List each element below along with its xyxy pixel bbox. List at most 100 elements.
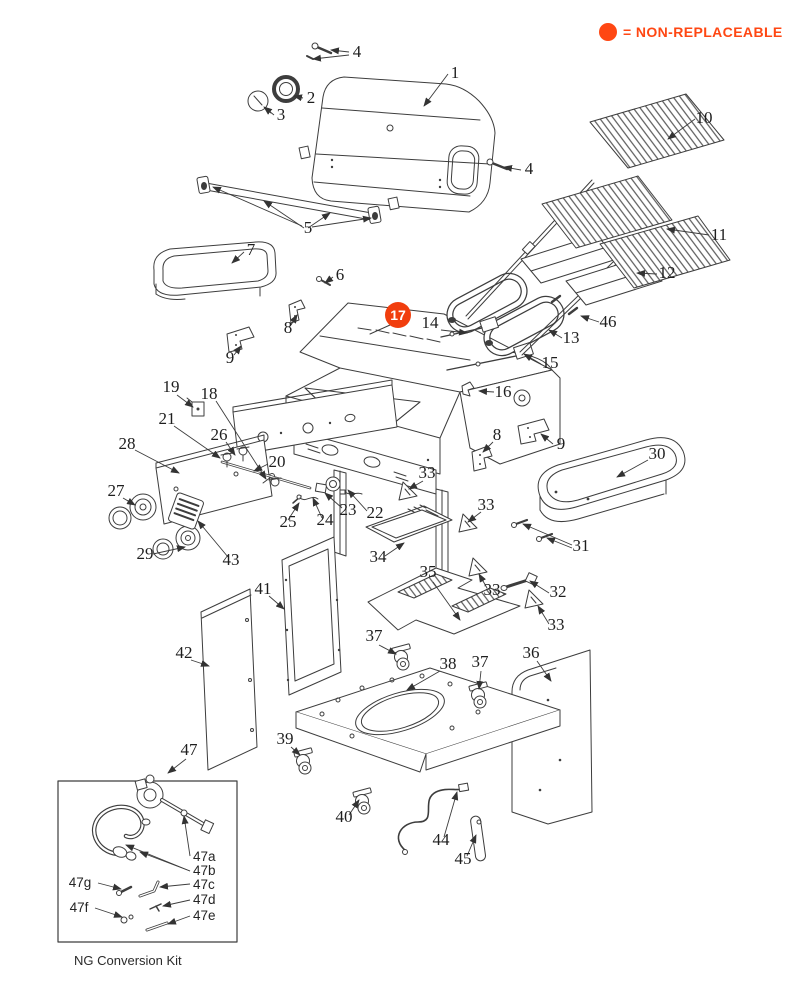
part-label-40: 40 (336, 807, 353, 826)
leader-line-15 (523, 353, 542, 365)
part-label-26: 26 (211, 425, 228, 444)
leader-line-33 (478, 573, 488, 589)
leader-line-24 (312, 497, 323, 519)
part-label-8: 8 (284, 318, 293, 337)
leader-line-43 (197, 520, 229, 558)
leader-line-13 (548, 329, 563, 339)
part-label-19: 19 (163, 377, 180, 396)
part-label-9: 9 (557, 434, 566, 453)
part-igniter-harness (292, 476, 363, 504)
leader-line-38 (406, 670, 441, 691)
part-label-42: 42 (176, 643, 193, 662)
part-handle (196, 145, 400, 224)
part-label-38: 38 (440, 654, 457, 673)
part-bracket-9-right (517, 418, 550, 445)
part-label-8: 8 (493, 425, 502, 444)
part-label-15: 15 (542, 353, 559, 372)
leader-line-30 (616, 459, 649, 478)
part-17-badge-label: 17 (390, 307, 406, 323)
part-label-37: 37 (472, 652, 490, 671)
leader-line-27 (122, 497, 136, 506)
part-screw-top (306, 42, 333, 60)
part-lid (311, 76, 496, 213)
part-label-16: 16 (495, 382, 512, 401)
part-label-47e: 47e (193, 908, 216, 923)
leader-line-12 (636, 269, 658, 277)
leader-line-5 (212, 186, 303, 227)
part-label-21: 21 (159, 409, 176, 428)
part-label-22: 22 (367, 503, 384, 522)
leader-line-9 (233, 345, 242, 356)
leader-line-25 (287, 502, 300, 521)
part-label-1: 1 (451, 63, 460, 82)
leader-line-40 (348, 799, 360, 816)
part-label-35: 35 (420, 562, 437, 581)
leader-line-29 (152, 545, 186, 555)
legend-text: = NON-REPLACEABLE (623, 24, 783, 40)
part-label-44: 44 (433, 830, 451, 849)
leader-line-39 (290, 746, 301, 756)
leader-line-19 (176, 394, 194, 408)
part-label-45: 45 (455, 849, 472, 868)
part-screws-31 (511, 518, 554, 542)
part-label-3: 3 (277, 105, 286, 124)
leader-line-23 (324, 492, 343, 509)
leader-line-37 (378, 644, 397, 655)
part-label-33: 33 (478, 495, 495, 514)
part-label-33: 33 (548, 615, 565, 634)
part-label-47b: 47b (193, 863, 216, 878)
leader-line-34 (384, 542, 405, 557)
part-caster-40 (352, 787, 372, 815)
leader-line-8 (289, 314, 298, 326)
part-warming-rack (589, 93, 725, 169)
leader-line-5 (311, 215, 372, 228)
ng-kit-caption: NG Conversion Kit (74, 953, 182, 968)
leader-line-33 (467, 511, 482, 523)
leader-line-4 (312, 54, 350, 62)
part-label-7: 7 (247, 240, 256, 259)
leader-line-28 (134, 449, 180, 474)
part-label-47d: 47d (193, 892, 216, 907)
leader-line-2 (293, 94, 304, 102)
part-label-29: 29 (137, 544, 154, 563)
part-side-panel-36 (511, 649, 593, 825)
part-label-5: 5 (304, 218, 313, 237)
part-clip-16 (461, 381, 475, 397)
part-17-badge: 17 (385, 302, 411, 328)
part-label-10: 10 (696, 108, 713, 127)
leader-line-47c (159, 882, 191, 890)
part-label-25: 25 (280, 512, 297, 531)
part-cart-bottom (295, 667, 561, 773)
leader-line-26 (225, 441, 236, 456)
leader-line-37 (476, 670, 484, 690)
part-fascia-panel (232, 379, 398, 456)
legend: = NON-REPLACEABLE (599, 23, 783, 41)
part-label-46: 46 (600, 312, 617, 331)
part-label-4: 4 (353, 42, 362, 61)
part-burners (446, 272, 565, 357)
leader-line-4 (330, 47, 350, 55)
part-ng-regulator-hose (91, 774, 215, 861)
part-label-23: 23 (340, 500, 357, 519)
part-label-6: 6 (336, 265, 345, 284)
leader-line-22 (347, 489, 368, 512)
leader-line-7 (231, 251, 245, 264)
leader-line-31 (546, 537, 573, 549)
leader-line-32 (529, 580, 550, 594)
leader-line-21 (173, 425, 221, 459)
leader-line-41 (268, 595, 285, 610)
leader-line-14 (440, 328, 468, 336)
part-label-28: 28 (119, 434, 136, 453)
part-bezel-ring (272, 75, 300, 103)
leader-line-9 (540, 433, 554, 445)
part-panel-frame-41 (281, 536, 342, 696)
part-17-badge-circle (385, 302, 411, 328)
part-label-18: 18 (201, 384, 218, 403)
leader-line-8 (482, 441, 494, 453)
part-label-31: 31 (573, 536, 590, 555)
part-label-20: 20 (269, 452, 286, 471)
part-label-47f: 47f (70, 900, 89, 915)
non-replaceable-dot (599, 23, 617, 41)
part-drip-tray (365, 504, 453, 543)
